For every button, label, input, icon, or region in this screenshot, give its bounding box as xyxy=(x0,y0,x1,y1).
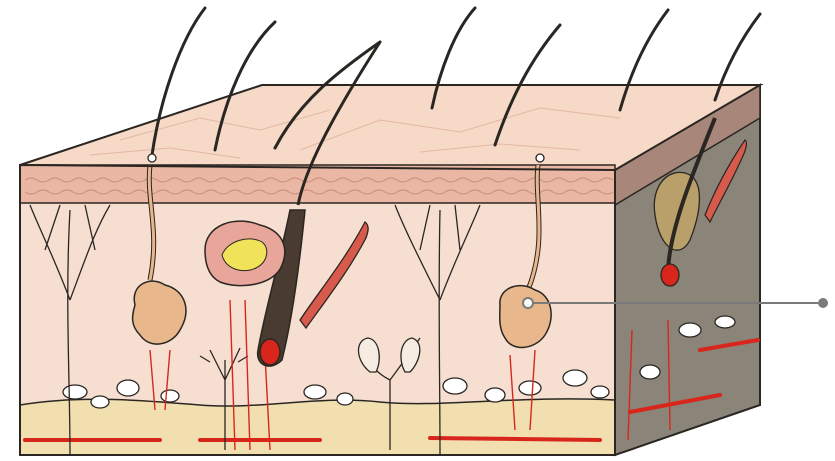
callout-endpoint xyxy=(818,298,828,308)
epidermis-layer xyxy=(20,165,615,203)
subcutaneous-fat-layer xyxy=(20,399,615,455)
hair-bulb xyxy=(260,339,280,365)
